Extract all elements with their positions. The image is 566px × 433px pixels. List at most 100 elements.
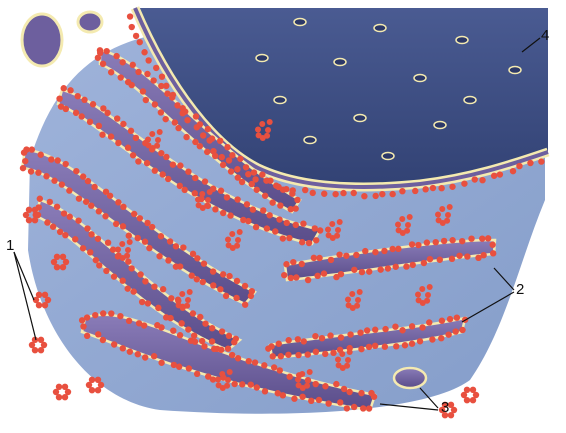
ribosome [333, 274, 339, 280]
ribosome [407, 214, 413, 220]
ribosome [185, 326, 191, 332]
ribosome [313, 237, 319, 243]
ribosome [170, 92, 176, 98]
ribosome [95, 331, 101, 337]
ribosome [195, 197, 201, 203]
ribosome [143, 97, 149, 103]
ribosome [461, 180, 467, 186]
ribosome [177, 162, 183, 168]
ribosome [538, 158, 544, 164]
ribosome [438, 185, 444, 191]
ribosome [209, 338, 215, 344]
ribosome [119, 59, 125, 65]
ribosome [415, 242, 421, 248]
ribosome [220, 162, 226, 168]
ribosome [173, 263, 179, 269]
ribosome [264, 225, 270, 231]
ribosome [178, 320, 184, 326]
ribosome [151, 283, 157, 289]
ribosome [381, 248, 387, 254]
ribosome [275, 390, 281, 396]
nuclear-pore [274, 97, 286, 104]
ribosome [130, 288, 136, 294]
ribosome [186, 365, 192, 371]
ribosome [281, 272, 287, 278]
ribosome [527, 160, 533, 166]
ribosome [379, 191, 385, 197]
ribosome [345, 297, 351, 303]
ribosome [78, 113, 84, 119]
ribosome [516, 163, 522, 169]
ribosome [59, 181, 65, 187]
ribosome [510, 168, 516, 174]
ribosome [205, 197, 211, 203]
ribosome [447, 204, 453, 210]
ribosome [226, 242, 232, 248]
ribosome [155, 305, 161, 311]
ribosome [299, 261, 305, 267]
ribosome [410, 262, 416, 268]
ribosome [319, 335, 325, 341]
ribosome [346, 302, 352, 308]
ribosome [50, 224, 56, 230]
leader-line-3 [380, 404, 438, 410]
ribosome [170, 327, 176, 333]
ribosome [328, 257, 334, 263]
ribosome [207, 189, 213, 195]
ribosome [149, 131, 155, 137]
ribosome [88, 231, 94, 237]
ribosome [111, 273, 117, 279]
ribosome [286, 374, 292, 380]
ribosome [419, 286, 425, 292]
ribosome [42, 302, 48, 308]
ribosome [160, 286, 166, 292]
ribosome [321, 270, 327, 276]
ribosome [90, 101, 96, 107]
ribosome [362, 248, 368, 254]
ribosome [88, 202, 94, 208]
nuclear-pore [304, 137, 316, 144]
ribosome [359, 269, 365, 275]
ribosome [485, 235, 491, 241]
ribosome [113, 53, 119, 59]
ribosome [344, 405, 350, 411]
ribosome [300, 220, 306, 226]
ribosome [80, 245, 86, 251]
ribosome [277, 202, 283, 208]
ribosome [330, 350, 336, 356]
ribosome [84, 225, 90, 231]
ribosome [347, 349, 353, 355]
ribosome [402, 342, 408, 348]
ribosome [445, 212, 451, 218]
ribosome [153, 65, 159, 71]
ribosome [146, 142, 152, 148]
ribosome [142, 278, 148, 284]
ribosome [20, 165, 26, 171]
ribosome [205, 373, 211, 379]
ribosome [288, 275, 294, 281]
ribosome [194, 371, 200, 377]
ribosome [254, 384, 260, 390]
ribosome [84, 333, 90, 339]
ribosome [312, 333, 318, 339]
ribosome [472, 176, 478, 182]
ribosome [56, 384, 62, 390]
ribosome [235, 355, 241, 361]
ribosome [366, 405, 372, 411]
ribosome [194, 255, 200, 261]
ribosome [38, 337, 44, 343]
ribosome [194, 124, 200, 130]
ribosome [215, 377, 221, 383]
ribosome [125, 247, 131, 253]
ribosome [199, 191, 205, 197]
ribosome [313, 349, 319, 355]
ribosome [426, 319, 432, 325]
ribosome [210, 268, 216, 274]
ribosome [179, 110, 185, 116]
ribosome [290, 187, 296, 193]
ribosome [278, 353, 284, 359]
ribosome [206, 137, 212, 143]
ribosome [416, 297, 422, 303]
ribosome [234, 196, 240, 202]
ribosome [266, 212, 272, 218]
